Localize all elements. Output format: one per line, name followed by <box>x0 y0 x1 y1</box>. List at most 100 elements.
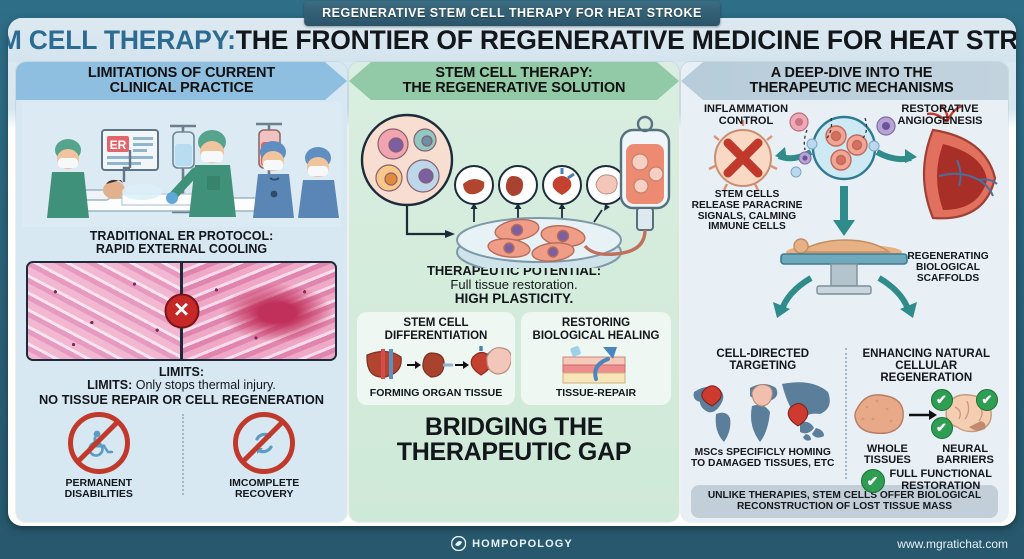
neural-barriers-line2: BARRIERS <box>936 454 994 467</box>
inflammation-control-label: INFLAMMATION CONTROL <box>691 103 801 127</box>
inflammation-line1: INFLAMMATION <box>703 103 789 115</box>
restoring-title-line2: BIOLOGICAL HEALING <box>532 329 660 342</box>
bridging-gap-headline: BRIDGING THE THERAPEUTIC GAP <box>349 412 679 467</box>
targeting-line2: TARGETING <box>729 360 797 373</box>
whole-tissues-line1: WHOLE <box>866 442 908 455</box>
angiogenesis-line1: RESTORATIVE <box>901 103 979 115</box>
histology-slide-healthy <box>28 262 180 359</box>
neural-barriers-line1: NEURAL <box>942 442 989 455</box>
check-icon-2: ✔ <box>930 416 953 439</box>
mid-header-line1: STEM CELL THERAPY: <box>435 65 593 82</box>
column-mechanisms: A DEEP-DIVE INTO THE THERAPEUTIC MECHANI… <box>681 62 1008 522</box>
columns-container: LIMITATIONS OF CURRENT CLINICAL PRACTICE <box>16 62 1008 522</box>
mid-header-chevron-shape <box>349 62 679 100</box>
paracrine-line1: STEM CELLS <box>714 189 780 200</box>
histology-slide-damaged <box>183 262 335 359</box>
subbox-restoring-healing: RESTORING BIOLOGICAL HEALING <box>521 312 671 405</box>
limits-text-block: LIMITS: LIMITS: Only stops thermal injur… <box>16 364 347 407</box>
footer-bar: HOMPOPOLOGY www.mgratichat.com <box>0 528 1024 559</box>
differentiation-title-line1: STEM CELL <box>403 317 469 330</box>
biological-scaffolds-label: REGENERATING BIOLOGICAL SCAFFOLDS <box>896 251 1000 284</box>
potential-detail: Full tissue restoration. <box>450 276 578 292</box>
angiogenesis-label: RESTORATIVE ANGIOGENESIS <box>880 103 1000 127</box>
whole-tissues-line2: TISSUES <box>863 454 911 467</box>
scaffold-line1: REGENERATING <box>907 251 989 262</box>
targeting-caption-line1: MSCs SPECIFICLY HOMING <box>694 447 831 459</box>
full-restoration-line2: RESTORATION <box>901 479 981 492</box>
scaffold-line3: SCAFFOLDS <box>916 272 980 284</box>
regeneration-line1: ENHANCING NATURAL <box>862 348 991 360</box>
top-ribbon: REGENERATIVE STEM CELL THERAPY FOR HEAT … <box>304 1 720 26</box>
incomplete-recovery-line2: RECOVERY <box>234 488 294 501</box>
er-protocol-line2: RAPID EXTERNAL COOLING <box>95 242 268 257</box>
paracrine-signals-label: STEM CELLS RELEASE PARACRINE SIGNALS, CA… <box>685 189 809 233</box>
world-map-homing-icon <box>685 374 841 446</box>
permanent-disabilities-line1: PERMANENT <box>65 477 132 490</box>
targeting-line1: CELL-DIRECTED <box>716 348 810 360</box>
hompopology-logo-icon <box>451 536 467 551</box>
full-restoration-row: ✔ FULL FUNCTIONAL RESTORATION <box>849 469 1005 493</box>
right-header-line2: THERAPEUTIC MECHANISMS <box>749 80 954 96</box>
er-protocol-caption: TRADITIONAL ER PROTOCOL: RAPID EXTERNAL … <box>16 229 347 257</box>
subbox-differentiation: STEM CELL DIFFERENTIATION <box>357 312 515 405</box>
website-url[interactable]: www.mgratichat.com <box>897 536 1008 551</box>
organ-differentiation-icons <box>361 342 511 388</box>
column-limitations: LIMITATIONS OF CURRENT CLINICAL PRACTICE <box>16 62 347 522</box>
right-column-header: A DEEP-DIVE INTO THE THERAPEUTIC MECHANI… <box>681 62 1008 100</box>
paracrine-line4: IMMUNE CELLS <box>708 221 786 233</box>
cross-badge-icon: ✕ <box>164 293 199 328</box>
restoring-title-line1: RESTORING <box>561 317 631 330</box>
check-icon-1: ✔ <box>930 388 953 411</box>
incomplete-recovery-line1: IMCOMPLETE <box>229 477 300 490</box>
msc-culture-illustration <box>349 100 679 275</box>
right-header-chevron-shape <box>681 62 1008 100</box>
er-protocol-line1: TRADITIONAL ER PROTOCOL: <box>89 229 274 243</box>
differentiation-title-line2: DIFFERENTIATION <box>384 329 488 342</box>
left-header-line1: LIMITATIONS OF CURRENT <box>87 65 276 82</box>
bridging-line2: THERAPEUTIC GAP <box>396 438 632 467</box>
check-icon-4: ✔ <box>860 468 885 493</box>
therapeutic-potential-block: THERAPEUTIC POTENTIAL: Full tissue resto… <box>349 264 679 306</box>
left-header-chevron-shape <box>16 62 347 100</box>
mechanism-divider <box>844 348 847 479</box>
no-repair-line: NO TISSUE REPAIR OR CELL REGENERATION <box>38 391 325 407</box>
infographic-card: STEM CELL THERAPY: THE FRONTIER OF REGEN… <box>8 18 1016 526</box>
left-column-header: LIMITATIONS OF CURRENT CLINICAL PRACTICE <box>16 62 347 100</box>
column-solution: STEM CELL THERAPY: THE REGENERATIVE SOLU… <box>349 62 679 522</box>
unlike-therapies-banner: UNLIKE THERAPIES, STEM CELLS OFFER BIOLO… <box>691 485 998 518</box>
cellular-regeneration-panel: ENHANCING NATURAL CELLULAR REGENERATION <box>845 348 1009 493</box>
permanent-disabilities-line2: DISABILITIES <box>64 488 133 501</box>
tissue-repair-icon <box>525 342 667 388</box>
page-title-blue: STEM CELL THERAPY: <box>8 24 236 55</box>
mid-header-line2: THE REGENERATIVE SOLUTION <box>402 80 626 96</box>
potential-plasticity: HIGH PLASTICITY. <box>454 291 574 307</box>
tissue-repair-caption: TISSUE-REPAIR <box>555 386 637 399</box>
check-icon-3: ✔ <box>976 388 998 411</box>
regeneration-line2: CELLULAR REGENERATION <box>880 360 973 385</box>
page-title-dark: THE FRONTIER OF REGENERATIVE MEDICINE FO… <box>235 24 1016 55</box>
differentiation-caption: FORMING ORGAN TISSUE <box>369 386 503 399</box>
angiogenesis-line2: ANGIOGENESIS <box>897 114 983 127</box>
targeting-caption-line2: TO DAMAGED TISSUES, ETC <box>691 458 835 470</box>
histology-slides: ✕ <box>26 260 337 361</box>
outcome-divider <box>181 414 184 495</box>
paracrine-line3: SIGNALS, CALMING <box>697 210 797 222</box>
limits-detail: Only stops thermal injury. <box>132 377 276 392</box>
inflammation-line2: CONTROL <box>718 114 774 127</box>
limits-label: LIMITS: <box>87 377 133 392</box>
er-scene-illustration: ER <box>22 102 341 227</box>
scaffold-line2: BIOLOGICAL <box>916 261 980 273</box>
bridging-line1: BRIDGING THE <box>424 412 604 441</box>
full-restoration-line1: FULL FUNCTIONAL <box>889 468 992 481</box>
outcome-permanent-disabilities: PERMANENT DISABILITIES <box>16 412 182 501</box>
left-header-line2: CLINICAL PRACTICE <box>109 80 254 96</box>
limits-heading: LIMITS: <box>158 364 205 379</box>
brand-block: HOMPOPOLOGY <box>451 536 573 551</box>
tissue-to-brain-icon: ✔ ✔ ✔ <box>849 387 1005 443</box>
banner-line2: RECONSTRUCTION OF LOST TISSUE MASS <box>736 501 953 513</box>
mid-column-header: STEM CELL THERAPY: THE REGENERATIVE SOLU… <box>349 62 679 100</box>
outcome-incomplete-recovery: IMCOMPLETE RECOVERY <box>182 412 348 501</box>
negative-outcomes-row: PERMANENT DISABILITIES <box>16 412 347 501</box>
cell-directed-targeting-panel: CELL-DIRECTED TARGETING <box>681 348 845 483</box>
